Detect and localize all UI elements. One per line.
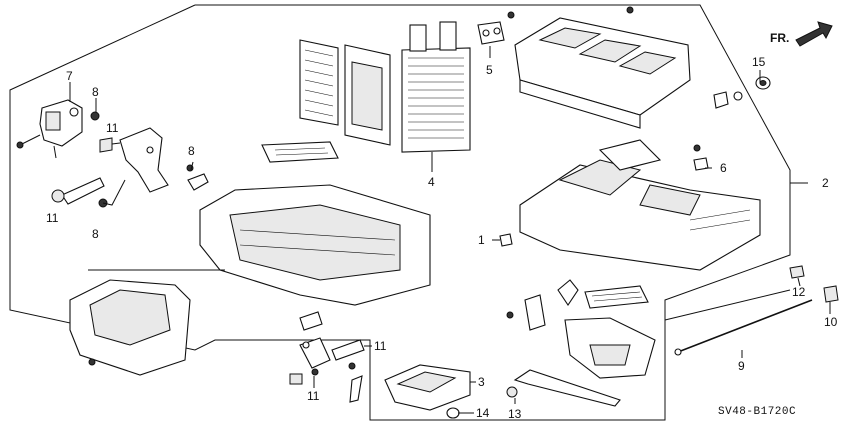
cap-14 bbox=[446, 407, 460, 419]
screw-bottom-left bbox=[88, 358, 96, 366]
callout-8-lower: 8 bbox=[92, 227, 99, 241]
callout-5: 5 bbox=[486, 63, 493, 77]
callout-3: 3 bbox=[478, 375, 485, 389]
lower-tray-left bbox=[69, 279, 191, 376]
callout-11-left: 11 bbox=[46, 211, 59, 225]
leader-lines bbox=[69, 46, 831, 414]
screw-11-a bbox=[99, 137, 121, 153]
small-lever-right bbox=[186, 164, 209, 191]
clip-11-mid bbox=[348, 362, 363, 403]
upper-case-top bbox=[514, 17, 691, 129]
callout-11-bottom: 11 bbox=[307, 389, 320, 403]
heater-core-4 bbox=[401, 21, 471, 153]
lever-curved bbox=[557, 279, 579, 306]
front-direction-arrow bbox=[795, 21, 833, 47]
grommet-15 bbox=[755, 76, 771, 90]
filter-panel-b bbox=[344, 44, 391, 146]
leader-cable bbox=[664, 289, 791, 321]
callout-2: 2 bbox=[822, 176, 829, 190]
callout-8-upper: 8 bbox=[92, 85, 99, 99]
linkage-arm bbox=[119, 127, 169, 193]
lever-13 bbox=[506, 369, 621, 407]
screw-left bbox=[16, 141, 24, 149]
grommet-10 bbox=[823, 285, 839, 303]
callout-11-upper: 11 bbox=[106, 121, 119, 135]
callout-11-mid: 11 bbox=[374, 339, 387, 353]
assembly-boundary bbox=[9, 4, 791, 421]
lever-arm-lower bbox=[51, 177, 105, 205]
callout-7: 7 bbox=[66, 69, 73, 83]
callout-4: 4 bbox=[428, 175, 435, 189]
callout-10: 10 bbox=[824, 315, 838, 329]
leader-lever bbox=[102, 179, 126, 206]
damper-link-b bbox=[299, 337, 331, 369]
clip-11-bottom bbox=[289, 368, 319, 385]
bracket-5 bbox=[477, 11, 515, 45]
leader-screw-left bbox=[19, 134, 41, 146]
cable-9 bbox=[674, 299, 813, 356]
callout-12: 12 bbox=[792, 285, 806, 299]
callout-13: 13 bbox=[508, 407, 522, 421]
callout-8-right: 8 bbox=[188, 144, 195, 158]
clip-6 bbox=[693, 144, 709, 171]
callout-15: 15 bbox=[752, 55, 766, 69]
arm-11-right bbox=[331, 339, 365, 361]
duct-bottom-right bbox=[564, 317, 656, 379]
screw-12 bbox=[789, 265, 805, 279]
direction-label: FR. bbox=[770, 31, 789, 45]
callout-14: 14 bbox=[476, 406, 490, 420]
heater-case-2 bbox=[519, 139, 761, 271]
callout-1: 1 bbox=[478, 233, 485, 247]
callout-9: 9 bbox=[738, 359, 745, 373]
screw-top bbox=[626, 6, 634, 14]
bracket-small bbox=[506, 294, 546, 331]
drawing-code: SV48-B1720C bbox=[718, 406, 796, 418]
clip-8-upper bbox=[90, 111, 100, 121]
filter-tray-lower bbox=[261, 141, 339, 163]
duct-3 bbox=[384, 364, 471, 411]
clip-1 bbox=[499, 233, 513, 247]
filter-small bbox=[584, 285, 649, 309]
clip-right-upper bbox=[713, 91, 743, 109]
actuator-7 bbox=[39, 99, 83, 159]
damper-link-a bbox=[299, 311, 323, 331]
lower-case-main bbox=[199, 184, 431, 306]
callout-6: 6 bbox=[720, 161, 727, 175]
filter-panel-a bbox=[299, 39, 339, 126]
